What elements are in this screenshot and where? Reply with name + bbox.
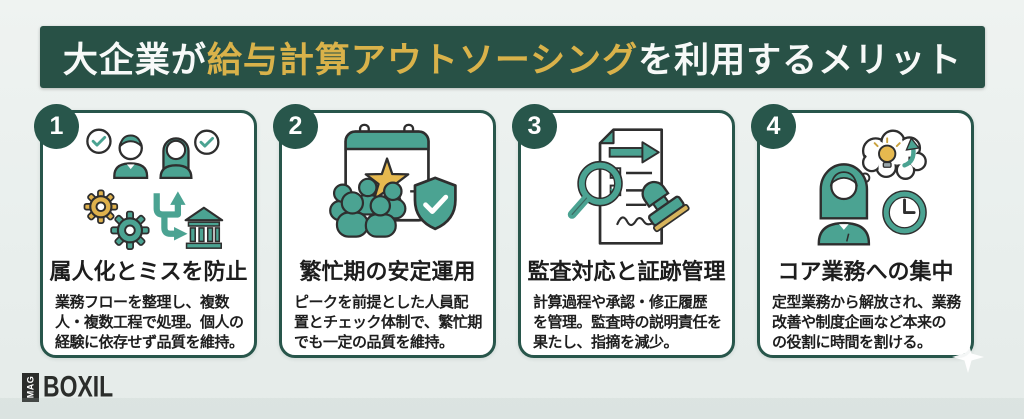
body-line: 果たし、指摘を減少。: [533, 333, 679, 351]
card-body: 業務フローを整理し、複数 人・複数工程で処理。個人の 経験に依存せず品質を維持。: [43, 293, 254, 352]
header-title-highlight: 給与計算アウトソーシング: [206, 40, 639, 80]
focus-idea-clock-icon: [817, 129, 927, 246]
card-icon-wrap: [282, 121, 493, 253]
number-badge: 3: [512, 104, 557, 149]
mag-logo-text: MAG: [25, 375, 36, 399]
card-body: 定型業務から解放され、業務 改善や制度企画など本来の の役割に時間を割ける。: [760, 293, 971, 352]
benefit-card-3: 3: [512, 104, 735, 358]
body-line: ピークを前提とした人員配: [294, 294, 469, 311]
body-line: 人・複数工程で処理。個人の: [55, 313, 244, 331]
card-icon-wrap: [521, 121, 732, 253]
number-badge: 1: [34, 104, 79, 149]
card-title: 属人化とミスを防止: [49, 259, 248, 284]
body-line: 業務フローを整理し、複数: [55, 294, 230, 311]
body-line: でも一定の品質を維持。: [294, 333, 454, 351]
card-title: 繁忙期の安定運用: [299, 259, 476, 284]
number-badge: 2: [273, 104, 318, 149]
body-line: 計算過程や承認・修正履歴: [533, 294, 708, 311]
boxil-logo-text: BOXIL: [43, 370, 114, 403]
audit-document-stamp-icon: [567, 128, 690, 245]
body-line: 定型業務から解放され、業務: [772, 294, 961, 311]
benefit-card-2: 2: [273, 104, 496, 358]
card-title: コア業務への集中: [777, 259, 954, 284]
boxil-mag-logo: MAG BOXIL: [22, 370, 129, 403]
header-banner: 大企業が給与計算アウトソーシングを利用するメリット: [40, 26, 985, 88]
header-title-suffix: を利用するメリット: [638, 40, 963, 80]
benefit-card-4: 4: [751, 104, 974, 358]
bottom-strip: [0, 398, 1024, 419]
people-gears-bank-icon: [83, 128, 223, 250]
body-line: 置とチェック体制で、繁忙期: [294, 313, 482, 331]
mag-logo-badge: MAG: [22, 372, 39, 402]
card-title: 監査対応と証跡管理: [527, 259, 726, 284]
body-line: 経験に依存せず品質を維持。: [55, 333, 244, 351]
body-line: 改善や制度企画など本来の: [772, 313, 947, 331]
body-line: の役割に時間を割ける。: [772, 333, 932, 351]
card-icon-wrap: [43, 121, 254, 253]
benefit-card-1: 1: [34, 104, 257, 358]
card-icon-wrap: [760, 121, 971, 253]
body-line: を管理。監査時の説明責任を: [533, 313, 722, 331]
calendar-team-shield-icon: [328, 123, 457, 238]
card-body: 計算過程や承認・修正履歴 を管理。監査時の説明責任を 果たし、指摘を減少。: [521, 293, 732, 352]
card-body: ピークを前提とした人員配 置とチェック体制で、繁忙期 でも一定の品質を維持。: [282, 293, 493, 352]
header-title-prefix: 大企業が: [62, 40, 207, 80]
number-badge: 4: [751, 104, 796, 149]
